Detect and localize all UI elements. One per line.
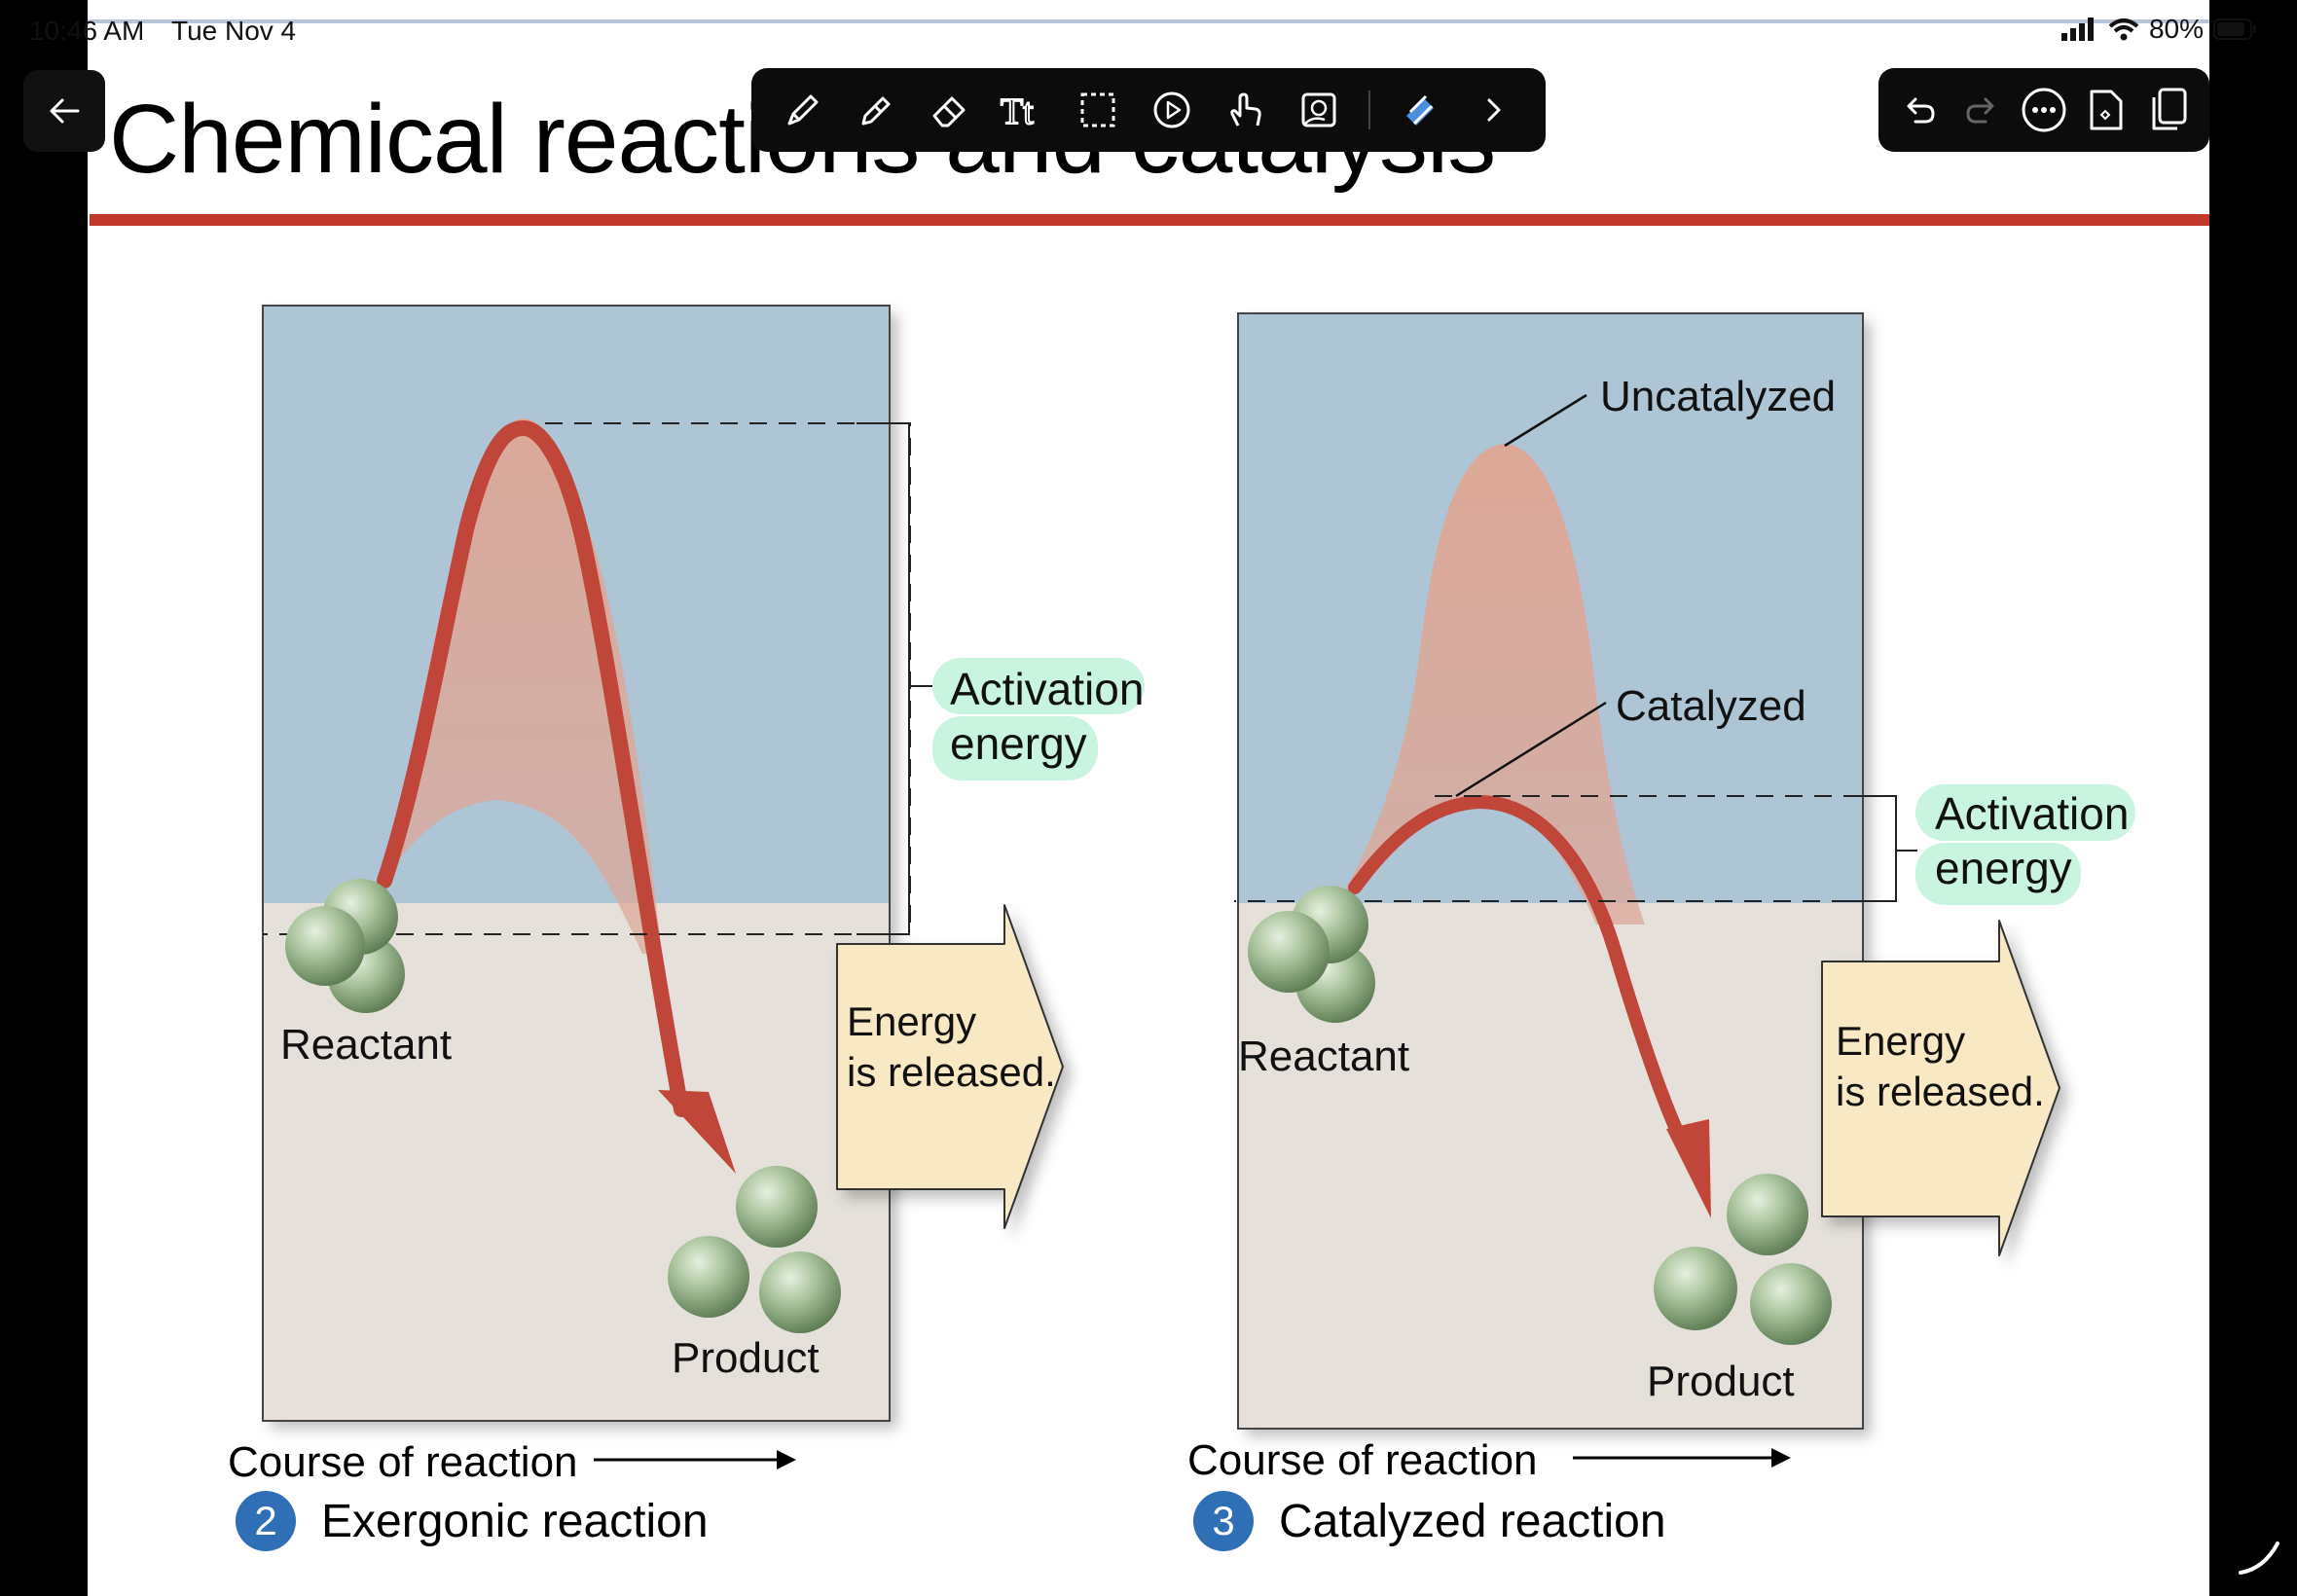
battery-icon [2213, 18, 2256, 40]
energy-highlight-catalyzed [1915, 843, 2081, 905]
pages-icon [2152, 88, 2187, 130]
signal-icon [2060, 18, 2094, 41]
energy-released-label-1: Energy [847, 998, 976, 1044]
activation-label: Activation [950, 664, 1144, 714]
wifi-icon [2108, 18, 2139, 41]
svg-text:Tt: Tt [1001, 91, 1034, 132]
redo-button[interactable] [1951, 80, 2012, 140]
reactant-molecule-catalyzed [1248, 886, 1375, 1023]
caption-text: Exergonic reaction [321, 1495, 709, 1547]
uncatalyzed-pointer [1504, 393, 1587, 448]
pen-icon [787, 94, 819, 126]
course-of-reaction-right: Course of reaction [1187, 1436, 1538, 1484]
play-tool[interactable] [1136, 74, 1208, 146]
status-date: Tue Nov 4 [171, 16, 297, 46]
figure-number-badge-catalyzed: 3 [1193, 1491, 1254, 1551]
ruler-tool-icon [1406, 94, 1435, 126]
figure-number-badge: 2 [236, 1491, 296, 1551]
text-tool[interactable]: Tt [988, 74, 1060, 146]
product-molecules-catalyzed [1654, 1174, 1832, 1345]
energy-released-arrow-catalyzed [1821, 920, 2060, 1256]
hand-tool[interactable] [1210, 74, 1282, 146]
add-page-icon [2090, 90, 2123, 130]
title-rule [90, 214, 2209, 226]
shape-recognize-icon [1301, 92, 1336, 127]
energy-released-arrow [836, 904, 1064, 1229]
energy-highlight [932, 716, 1098, 780]
more-icon [2022, 88, 2066, 132]
energy-released-label-2-catalyzed: is released. [1836, 1069, 2045, 1114]
shape-tool[interactable] [1284, 74, 1356, 146]
chevron-right-icon [1487, 98, 1501, 122]
undo-icon [1907, 97, 1935, 124]
reactant-molecule [285, 879, 405, 1013]
caption-right: 3 Catalyzed reaction [1193, 1491, 1666, 1551]
caption-left: 2 Exergonic reaction [236, 1491, 709, 1551]
energy-released-label-1-catalyzed: Energy [1836, 1018, 1965, 1064]
catalyzed-label: Catalyzed [1616, 682, 1806, 730]
catalyzed-diagram: Uncatalyzed Catalyzed Activation energy … [1234, 312, 2135, 1468]
toolbar-more[interactable] [1458, 74, 1530, 146]
pages-button[interactable] [2138, 80, 2199, 140]
lasso-select-icon [1080, 92, 1115, 127]
add-page-button[interactable] [2076, 80, 2136, 140]
eraser-icon [932, 96, 966, 127]
redo-icon [1966, 97, 1994, 124]
toolbar-separator [1368, 91, 1371, 129]
product-molecules [668, 1166, 841, 1333]
course-of-reaction-left: Course of reaction [228, 1438, 578, 1486]
highlighter-tool[interactable] [841, 74, 913, 146]
product-label-catalyzed: Product [1647, 1358, 1795, 1405]
activation-highlight-catalyzed [1915, 784, 2135, 841]
course-arrow [777, 1450, 796, 1469]
annotation-toolbar: Tt [751, 68, 1546, 152]
document-toolbar [1878, 68, 2209, 152]
energy-label: energy [950, 718, 1087, 769]
lasso-select-tool[interactable] [1062, 74, 1134, 146]
status-bar: 10:46 AM Tue Nov 4 80% [0, 0, 2297, 60]
text-icon: Tt [1000, 91, 1035, 133]
catalyzed-arrowhead [1666, 1119, 1711, 1218]
exergonic-diagram: Activation energy Energy is released. Re… [262, 305, 1145, 1469]
undo-button[interactable] [1889, 80, 1950, 140]
highlighter-icon [861, 96, 891, 126]
uncatalyzed-hump [1341, 444, 1645, 925]
play-icon [1153, 91, 1190, 128]
hand-touch-icon [1229, 92, 1261, 127]
energy-released-label-2: is released. [847, 1049, 1056, 1095]
activation-label-catalyzed: Activation [1935, 788, 2129, 839]
top-border-line [88, 19, 2209, 23]
ruler-tool[interactable] [1384, 74, 1456, 146]
product-label: Product [672, 1334, 820, 1382]
back-button[interactable] [23, 70, 105, 152]
reactant-label: Reactant [280, 1021, 452, 1069]
catalyzed-pointer [1455, 701, 1607, 798]
arrow-left-icon [50, 98, 80, 124]
curve-arrowhead [658, 1090, 736, 1174]
reaction-curve [377, 419, 689, 1117]
course-arrow-catalyzed [1771, 1448, 1791, 1468]
pen-tool[interactable] [767, 74, 839, 146]
caption-text-catalyzed: Catalyzed reaction [1279, 1495, 1666, 1547]
catalyzed-curve [1348, 794, 1700, 1171]
battery-percent: 80% [2148, 14, 2204, 44]
pencil-hover-indicator-icon [2239, 1542, 2279, 1575]
uncatalyzed-label: Uncatalyzed [1600, 373, 1836, 420]
eraser-tool[interactable] [915, 74, 987, 146]
energy-label-catalyzed: energy [1935, 843, 2072, 893]
more-button[interactable] [2014, 80, 2074, 140]
status-indicators: 80% [2060, 14, 2258, 45]
activation-highlight [932, 658, 1145, 714]
status-time: 10:46 AM [29, 16, 145, 46]
reactant-label-catalyzed: Reactant [1238, 1033, 1409, 1080]
